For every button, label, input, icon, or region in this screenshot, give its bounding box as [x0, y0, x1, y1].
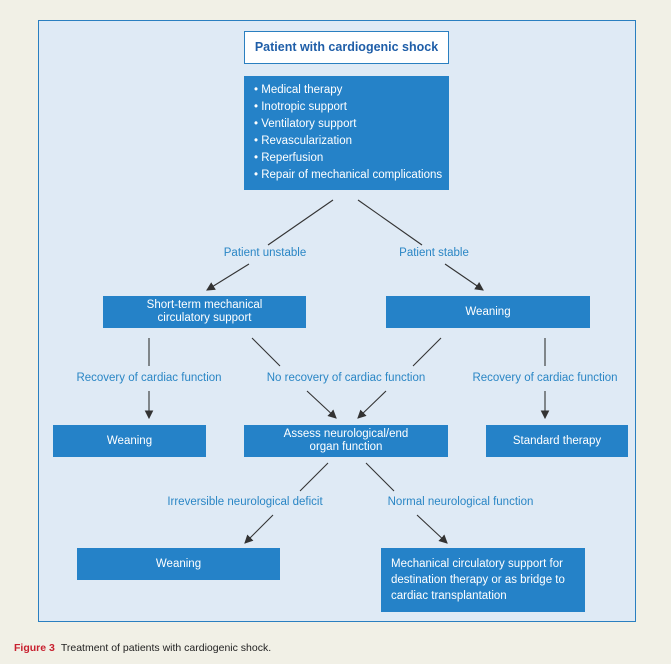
mcs-destination-box: Mechanical circulatory support for desti… [381, 548, 585, 612]
title-box: Patient with cardiogenic shock [244, 31, 449, 64]
label-normal-function: Normal neurological function [387, 496, 534, 508]
weaning-bottom-box: Weaning [77, 548, 280, 580]
arrow-no-recovery-right [357, 390, 387, 419]
arrow-to-mcs [416, 514, 448, 544]
assess-line1: Assess neurological/end [283, 428, 409, 440]
arrow-to-weaning-right [444, 263, 484, 291]
arrow-to-stable [357, 199, 423, 246]
line-short-term-diag [251, 337, 281, 367]
mcs-line1: Mechanical circulatory support for [391, 558, 563, 570]
therapy-item: Inotropic support [254, 99, 442, 116]
weaning-left-label: Weaning [106, 434, 153, 447]
mcs-line2: destination therapy or as bridge to [391, 574, 565, 586]
arrow-to-short-term [206, 263, 250, 291]
weaning-right-box: Weaning [386, 296, 590, 328]
figure-number: Figure 3 [14, 642, 55, 654]
weaning-right-label: Weaning [465, 305, 511, 318]
figure-caption: Figure 3 Treatment of patients with cardi… [14, 642, 271, 654]
arrow-no-recovery-left [306, 390, 337, 419]
therapy-item: Medical therapy [254, 82, 442, 99]
label-patient-stable: Patient stable [399, 247, 469, 259]
line-assess-left [299, 462, 329, 492]
label-irreversible-deficit: Irreversible neurological deficit [167, 496, 323, 508]
weaning-left-box: Weaning [53, 425, 206, 457]
label-recovery-right: Recovery of cardiac function [472, 372, 618, 384]
therapy-list: Medical therapy Inotropic support Ventil… [254, 82, 442, 184]
mcs-line3: cardiac transplantation [391, 590, 507, 602]
standard-therapy-label: Standard therapy [512, 434, 602, 447]
assess-line2: organ function [309, 441, 383, 453]
title-text: Patient with cardiogenic shock [254, 40, 439, 54]
line-assess-right [365, 462, 395, 492]
therapy-box: Medical therapy Inotropic support Ventil… [244, 76, 449, 190]
therapy-item: Reperfusion [254, 150, 442, 167]
label-no-recovery: No recovery of cardiac function [266, 372, 426, 384]
weaning-bottom-label: Weaning [155, 557, 202, 570]
label-recovery-left: Recovery of cardiac function [76, 372, 222, 384]
assess-function-box: Assess neurological/end organ function [244, 425, 448, 457]
arrow-to-unstable [267, 199, 334, 246]
therapy-item: Ventilatory support [254, 116, 442, 133]
caption-text: Treatment of patients with cardiogenic s… [60, 642, 272, 654]
short-term-line2: circulatory support [157, 312, 252, 324]
label-patient-unstable: Patient unstable [223, 247, 307, 259]
therapy-item: Repair of mechanical complications [254, 167, 442, 184]
line-weaning-diag [412, 337, 442, 367]
arrow-to-weaning-bottom [244, 514, 274, 544]
short-term-mcs-box: Short-term mechanical circulatory suppor… [103, 296, 306, 328]
therapy-item: Revascularization [254, 133, 442, 150]
standard-therapy-box: Standard therapy [486, 425, 628, 457]
short-term-line1: Short-term mechanical [146, 299, 263, 311]
